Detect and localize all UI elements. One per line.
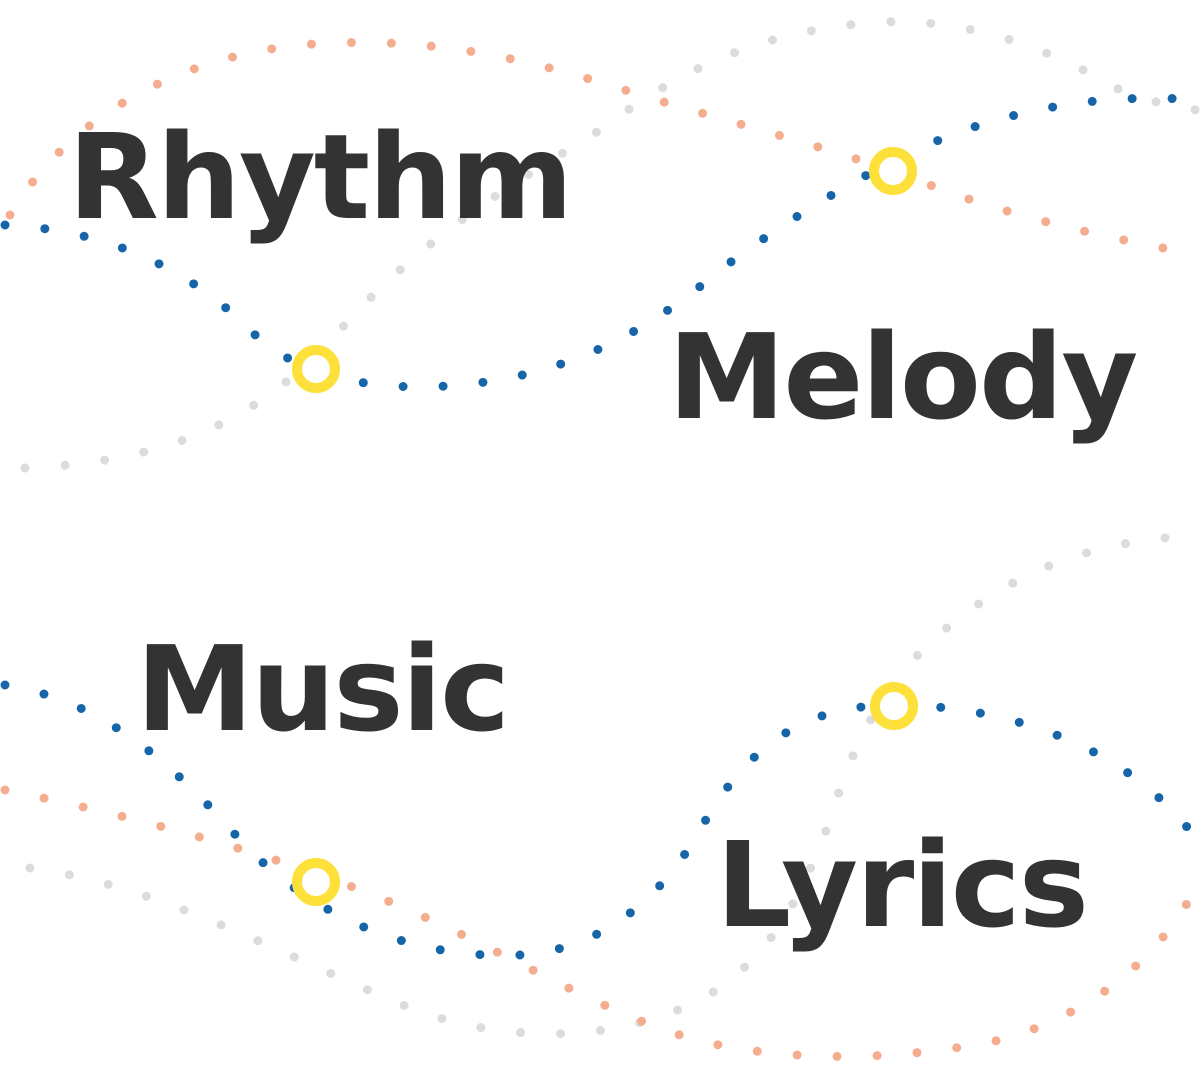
- word-lyrics: Lyrics: [716, 816, 1089, 954]
- peach-wave-bottom: [0, 785, 1200, 1061]
- ring-node-icon: [292, 345, 340, 393]
- ring-node-icon: [870, 682, 918, 730]
- ring-node-icon: [292, 858, 340, 906]
- word-melody: Melody: [668, 308, 1138, 446]
- ring-node-icon: [869, 147, 917, 195]
- gray-wave-bottom: [25, 530, 1200, 1039]
- word-music: Music: [136, 620, 510, 758]
- blue-wave-top: [0, 93, 1200, 392]
- word-rhythm: Rhythm: [68, 108, 573, 246]
